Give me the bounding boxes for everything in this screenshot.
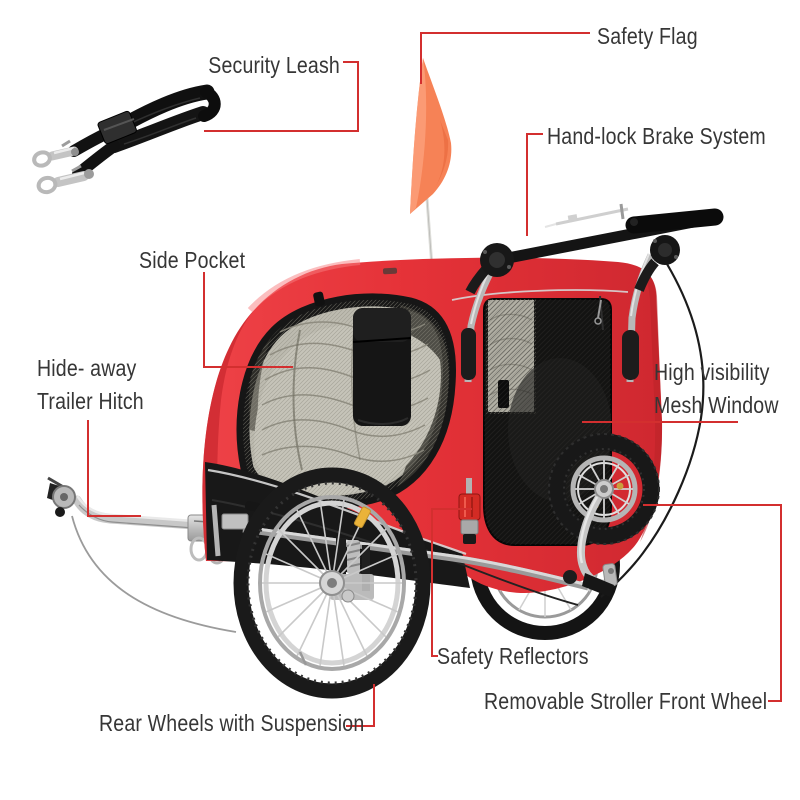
high-visibility-line1: High visibility xyxy=(654,359,770,385)
callout-line-side-pocket xyxy=(203,272,293,368)
hitch-safety-cable xyxy=(71,515,237,633)
rear-wheel xyxy=(233,467,431,699)
hand-lock-brake-lever xyxy=(544,203,638,228)
brake-cable xyxy=(600,263,705,598)
trailer-body xyxy=(202,257,663,593)
side-pocket xyxy=(352,308,412,426)
callout-label-removable-front-wheel: Removable Stroller Front Wheel xyxy=(483,688,767,714)
callout-label-rear-wheels: Rear Wheels with Suspension xyxy=(99,710,365,736)
callout-line-removable-front-wheel xyxy=(643,504,782,702)
handlebar-grip xyxy=(625,208,724,234)
callout-line-hide-away-hitch xyxy=(87,420,141,517)
callout-label-safety-flag: Safety Flag xyxy=(597,23,698,49)
security-leash-photo xyxy=(32,84,221,195)
callout-label-hand-lock-brake: Hand-lock Brake System xyxy=(547,123,766,149)
callout-line-safety-flag xyxy=(420,32,590,84)
tire-valve xyxy=(298,651,308,666)
callout-label-hide-away-hitch: Hide- away Trailer Hitch xyxy=(37,352,144,418)
front-wheel-fork xyxy=(563,494,618,597)
frame-grip-sleeve xyxy=(461,328,476,380)
front-swivel-wheel xyxy=(548,433,660,597)
callout-label-high-visibility-mesh: High visibility Mesh Window xyxy=(654,356,779,422)
safety-flag xyxy=(410,58,452,323)
callout-line-hand-lock-brake xyxy=(526,133,543,236)
leash-snap-hook xyxy=(32,139,79,168)
callout-line-rear-wheels xyxy=(346,684,375,727)
leash-snap-hook xyxy=(36,164,94,195)
hide-away-line2: Trailer Hitch xyxy=(37,388,144,414)
callout-label-safety-reflectors: Safety Reflectors xyxy=(437,643,589,669)
callout-label-security-leash: Security Leash xyxy=(208,52,340,78)
hitch-coupler xyxy=(47,476,76,517)
zipper-pull xyxy=(597,299,602,319)
callout-label-side-pocket: Side Pocket xyxy=(139,247,246,273)
high-visibility-line2: Mesh Window xyxy=(654,392,779,418)
frame-grip-sleeve xyxy=(622,330,639,380)
callout-lines xyxy=(87,32,782,727)
reflective-piping xyxy=(207,468,467,556)
handlebar-with-brake xyxy=(461,203,724,383)
callout-line-safety-reflectors xyxy=(431,508,472,657)
hide-away-line1: Hide- away xyxy=(37,355,137,381)
yellow-spoke-reflector xyxy=(353,506,371,528)
callout-line-security-leash xyxy=(204,61,359,132)
